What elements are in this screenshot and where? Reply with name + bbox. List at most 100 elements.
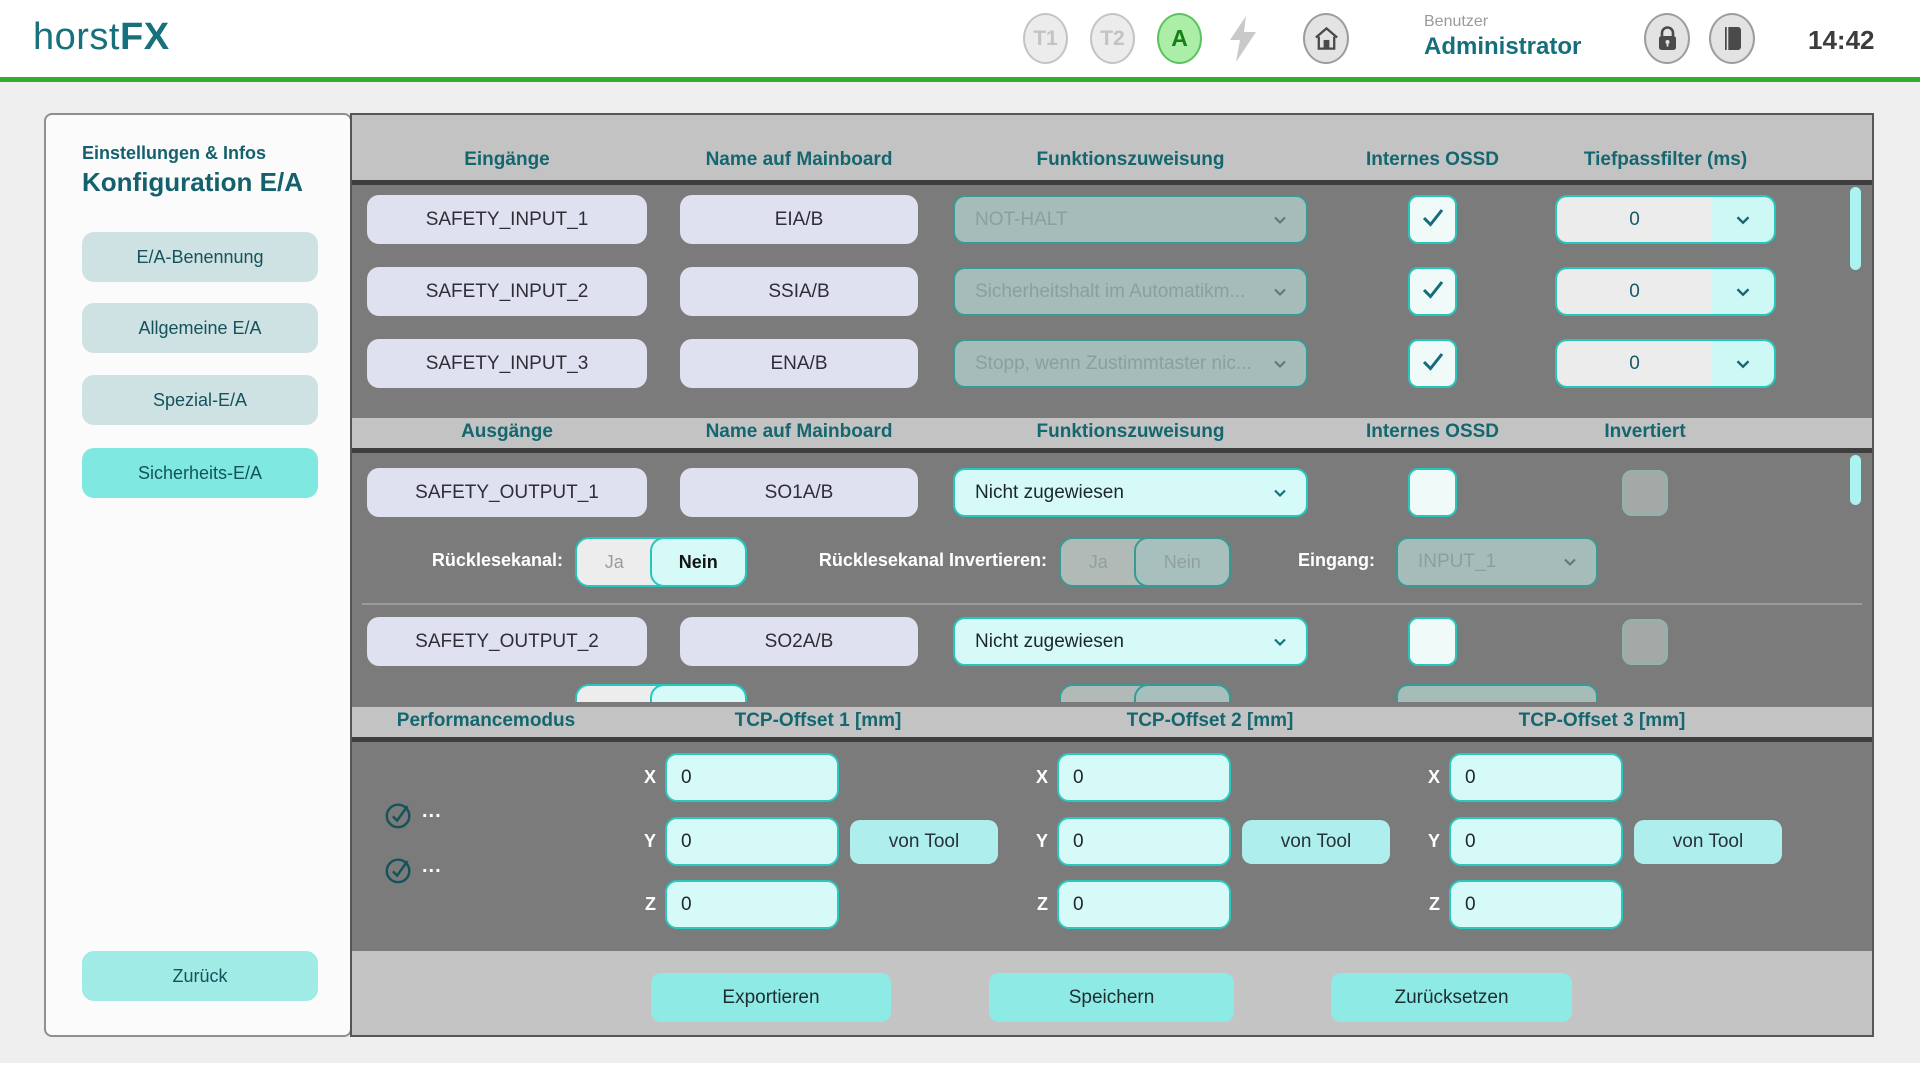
tcp2-von-tool-button[interactable]: von Tool (1242, 820, 1390, 864)
col-header-funktion: Funktionszuweisung (1036, 421, 1225, 442)
sidebar-item-allgemeine-ea[interactable]: Allgemeine E/A (82, 303, 318, 353)
check-icon (1417, 345, 1449, 382)
axis-label-x: X (1427, 767, 1440, 787)
tcp3-von-tool-button[interactable]: von Tool (1634, 820, 1782, 864)
internes-ossd-checkbox[interactable] (1408, 267, 1457, 316)
performance-mode-item: ... (422, 855, 442, 877)
col-header-performancemodus: Performancemodus (396, 710, 576, 731)
tcp1-z-input[interactable] (665, 880, 839, 929)
axis-label-y: Y (1427, 831, 1440, 851)
invertiert-checkbox (1622, 470, 1668, 516)
function-dropdown: NOT-HALT (953, 195, 1308, 244)
mainboard-name-field[interactable] (680, 468, 918, 517)
axis-label-x: X (1035, 767, 1048, 787)
readback-invert-toggle (1059, 684, 1231, 702)
check-icon (1417, 273, 1449, 310)
reset-button[interactable]: Zurücksetzen (1331, 973, 1572, 1022)
app-logo: horstFX (33, 16, 170, 58)
col-header-eingaenge: Eingänge (464, 149, 550, 170)
mode-t2-button[interactable]: T2 (1090, 13, 1135, 64)
action-footer: Exportieren Speichern Zurücksetzen (352, 951, 1872, 1035)
inputs-table: NOT-HALT 0 Sicherheitshalt im Automatikm… (352, 185, 1872, 418)
chevron-down-icon (1270, 483, 1290, 503)
tcp3-y-input[interactable] (1449, 817, 1623, 866)
section-divider (352, 737, 1872, 742)
page-title: Konfiguration E/A (82, 167, 303, 197)
tiefpassfilter-select[interactable]: 0 (1555, 339, 1776, 388)
internes-ossd-checkbox[interactable] (1408, 468, 1457, 517)
settings-sidebar: Einstellungen & Infos Konfiguration E/A … (44, 113, 352, 1037)
tcp-header-row: Performancemodus TCP-Offset 1 [mm] TCP-O… (352, 707, 1872, 737)
invertiert-checkbox (1622, 619, 1668, 665)
tcp1-von-tool-button[interactable]: von Tool (850, 820, 998, 864)
section-divider (352, 448, 1872, 453)
mainboard-name-field[interactable] (680, 195, 918, 244)
eingang-dropdown (1396, 684, 1598, 702)
readback-toggle[interactable]: Ja Nein (575, 537, 747, 587)
tcp-table: ... ... X Y von Tool Z X Y von Tool Z X … (352, 742, 1872, 951)
home-icon (1313, 25, 1340, 52)
tcp1-y-input[interactable] (665, 817, 839, 866)
power-lightning-icon (1226, 16, 1260, 62)
internes-ossd-checkbox[interactable] (1408, 195, 1457, 244)
col-header-tcp-offset-3: TCP-Offset 3 [mm] (1518, 710, 1686, 731)
manual-button[interactable] (1709, 13, 1755, 64)
sidebar-item-sicherheits-ea[interactable]: Sicherheits-E/A (82, 448, 318, 498)
inputs-scrollbar[interactable] (1850, 187, 1861, 270)
axis-label-y: Y (643, 831, 656, 851)
topbar-divider (0, 77, 1920, 82)
col-header-ausgaenge: Ausgänge (461, 421, 553, 442)
readback-toggle[interactable] (575, 684, 747, 702)
tiefpassfilter-select[interactable]: 0 (1555, 267, 1776, 316)
axis-label-z: Z (1037, 894, 1048, 914)
function-dropdown[interactable]: Nicht zugewiesen (953, 617, 1308, 666)
export-button[interactable]: Exportieren (651, 973, 891, 1022)
col-header-internes-ossd: Internes OSSD (1365, 421, 1500, 442)
chevron-down-icon (1712, 341, 1774, 386)
tcp2-y-input[interactable] (1057, 817, 1231, 866)
tcp2-x-input[interactable] (1057, 753, 1231, 802)
internes-ossd-checkbox[interactable] (1408, 339, 1457, 388)
col-header-name-mainboard: Name auf Mainboard (705, 149, 893, 170)
tcp3-x-input[interactable] (1449, 753, 1623, 802)
readback-invert-toggle: Ja Nein (1059, 537, 1231, 587)
sidebar-subtitle: Einstellungen & Infos (82, 143, 267, 163)
lock-button[interactable] (1644, 13, 1690, 64)
book-icon (1720, 25, 1744, 53)
mode-t1-button[interactable]: T1 (1023, 13, 1068, 64)
sidebar-item-spezial-ea[interactable]: Spezial-E/A (82, 375, 318, 425)
top-bar: horstFX T1 T2 A Benutzer Administrator (0, 0, 1920, 77)
section-divider (352, 180, 1872, 185)
row-divider (362, 603, 1862, 605)
output-name-field[interactable] (367, 617, 647, 666)
user-block: Benutzer Administrator (1424, 13, 1581, 61)
input-name-field[interactable] (367, 339, 647, 388)
tiefpassfilter-select[interactable]: 0 (1555, 195, 1776, 244)
mode-auto-button[interactable]: A (1157, 13, 1202, 64)
input-name-field[interactable] (367, 195, 647, 244)
output-name-field[interactable] (367, 468, 647, 517)
col-header-internes-ossd: Internes OSSD (1365, 149, 1500, 170)
outputs-scrollbar[interactable] (1850, 455, 1861, 505)
sidebar-item-ea-benennung[interactable]: E/A-Benennung (82, 232, 318, 282)
tcp3-z-input[interactable] (1449, 880, 1623, 929)
function-dropdown[interactable]: Nicht zugewiesen (953, 468, 1308, 517)
chevron-down-icon (1270, 210, 1290, 230)
clock: 14:42 (1808, 25, 1875, 55)
home-button[interactable] (1303, 13, 1349, 64)
mainboard-name-field[interactable] (680, 339, 918, 388)
back-button[interactable]: Zurück (82, 951, 318, 1001)
save-button[interactable]: Speichern (989, 973, 1234, 1022)
tcp2-z-input[interactable] (1057, 880, 1231, 929)
axis-label-x: X (643, 767, 656, 787)
safety-io-panel: Eingänge Name auf Mainboard Funktionszuw… (350, 113, 1874, 1037)
input-name-field[interactable] (367, 267, 647, 316)
eingang-dropdown: INPUT_1 (1396, 537, 1598, 587)
chevron-down-icon (1712, 197, 1774, 242)
internes-ossd-checkbox[interactable] (1408, 617, 1457, 666)
bottom-strip (0, 1063, 1920, 1080)
chevron-down-icon (1270, 632, 1290, 652)
mainboard-name-field[interactable] (680, 617, 918, 666)
mainboard-name-field[interactable] (680, 267, 918, 316)
tcp1-x-input[interactable] (665, 753, 839, 802)
